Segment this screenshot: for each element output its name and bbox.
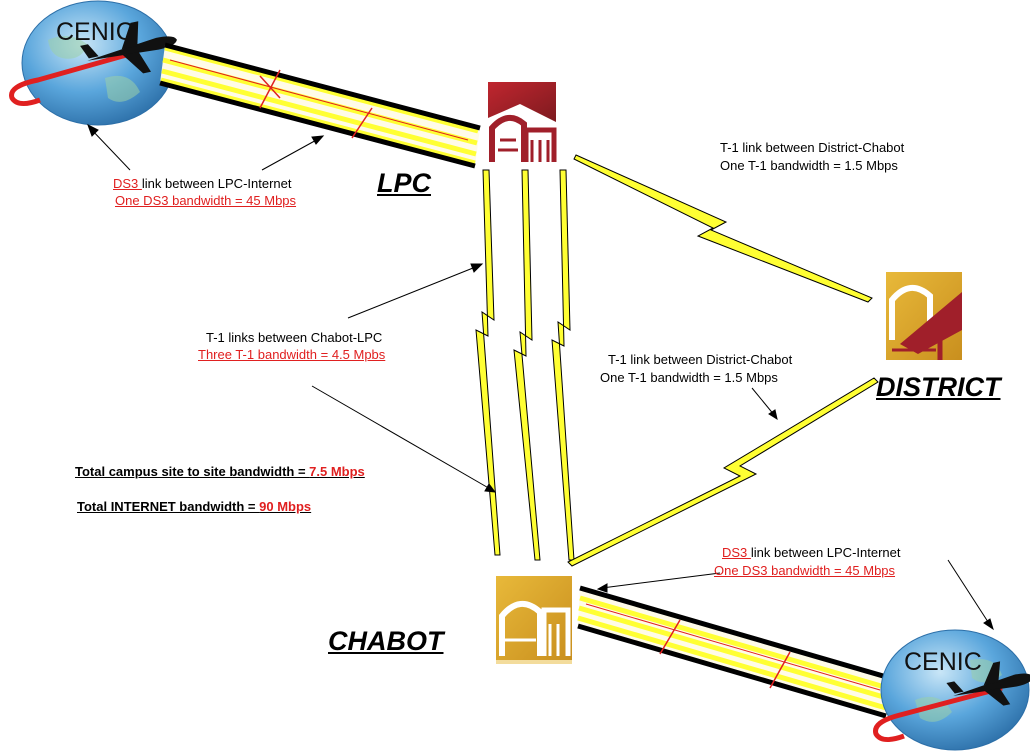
cenic-top-label: CENIC	[56, 18, 134, 46]
ds3-term: DS3	[722, 545, 751, 560]
total-site-bandwidth: Total campus site to site bandwidth = 7.…	[75, 464, 365, 479]
district-chabot-mid-line1: T-1 link between District-Chabot	[608, 352, 793, 367]
site-district-label: DISTRICT	[876, 372, 1001, 402]
district-chabot-mid-line2: One T-1 bandwidth = 1.5 Mbps	[600, 370, 778, 385]
total-internet-bandwidth: Total INTERNET bandwidth = 90 Mbps	[77, 499, 312, 514]
chabot-lpc-line1: T-1 links between Chabot-LPC	[206, 330, 383, 345]
lpc-internet-bandwidth: One DS3 bandwidth = 45 Mbps	[115, 193, 297, 208]
district-logo	[886, 272, 962, 360]
district-chabot-top-line1: T-1 link between District-Chabot	[720, 140, 905, 155]
t1-link-chabot-lpc-3	[551, 169, 575, 561]
t1-link-district-chabot	[567, 377, 879, 567]
cenic-globe-top: CENIC	[9, 0, 177, 126]
lpc-internet-link-label: DS3 link between LPC-Internet	[113, 176, 292, 191]
total-internet-bandwidth-value: 90 Mbps	[259, 499, 312, 514]
airplane-icon	[80, 21, 177, 74]
t1-link-chabot-lpc-2	[513, 169, 541, 561]
ds3-term: DS3	[113, 176, 142, 191]
airplane-icon	[946, 661, 1030, 706]
t1-link-chabot-lpc-1	[475, 169, 501, 556]
cenic-bottom-label: CENIC	[904, 648, 982, 676]
site-chabot-label: CHABOT	[328, 626, 444, 656]
ds3-link-bottom	[577, 585, 891, 719]
lpc-logo	[488, 82, 557, 162]
chabot-logo	[496, 576, 572, 664]
chabot-lpc-line2: Three T-1 bandwidth = 4.5 Mpbs	[198, 347, 386, 362]
total-site-bandwidth-value: 7.5 Mbps	[309, 464, 365, 479]
site-lpc-label: LPC	[377, 168, 431, 198]
chabot-internet-link-label: DS3 link between LPC-Internet	[722, 545, 901, 560]
annotation-arrows	[87, 123, 994, 631]
t1-link-lpc-district	[573, 154, 873, 303]
cenic-globe-bottom: CENIC	[873, 629, 1030, 751]
ds3-link-top	[159, 42, 481, 169]
chabot-internet-bandwidth: One DS3 bandwidth = 45 Mbps	[714, 563, 896, 578]
district-chabot-top-line2: One T-1 bandwidth = 1.5 Mbps	[720, 158, 898, 173]
